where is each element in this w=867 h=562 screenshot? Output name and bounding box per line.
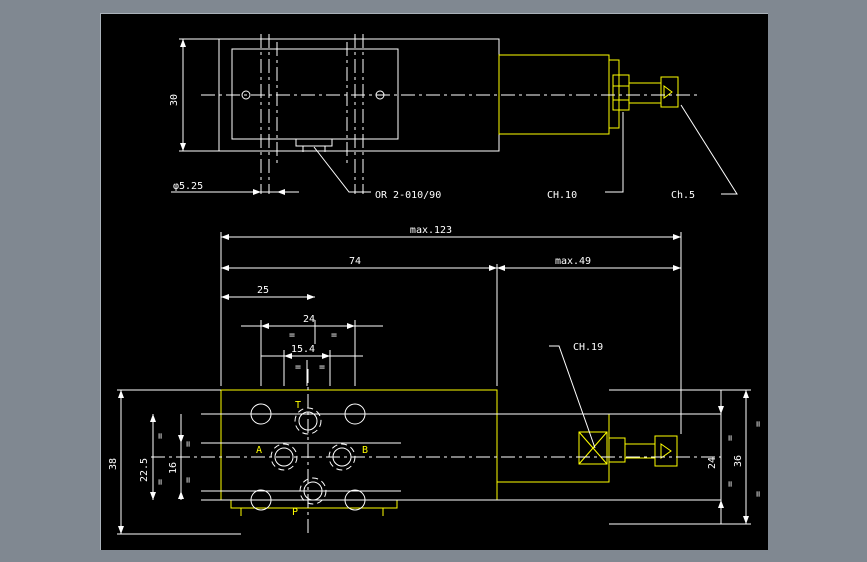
cad-drawing-canvas: 30 φ5.25 OR 2-010/90 CH.10 Ch.5 max.123 …	[100, 13, 768, 550]
front-extension	[496, 413, 610, 483]
dim-30-label: 30	[169, 94, 180, 106]
eq-22-top: =	[155, 433, 166, 439]
dim-max49-label: max.49	[555, 256, 591, 267]
dim-15-4-label: 15.4	[291, 344, 315, 355]
ch19-nut	[578, 431, 608, 465]
dim-hole-label: φ5.25	[173, 181, 203, 192]
eq-22-bottom: =	[155, 479, 166, 485]
eq-16-bottom: =	[183, 477, 194, 483]
top-extension-cap	[608, 59, 620, 129]
port-A-label: A	[256, 445, 262, 456]
dim-38-label: 38	[108, 458, 119, 470]
dim-max123-label: max.123	[410, 225, 452, 236]
front-body-outline	[220, 389, 498, 501]
dim-22-5-label: 22.5	[139, 458, 150, 482]
top-nut-ch10	[612, 74, 630, 111]
eq-15-left: =	[295, 362, 301, 373]
ch10-label: CH.10	[547, 190, 577, 201]
vertical-dimensions: 38 22.5 = = 16 = = 24 = = 36 = =	[108, 389, 764, 535]
dim-16-label: 16	[168, 462, 179, 474]
horizontal-dimensions: max.123 74 max.49 25 24 = = 15.4 = =	[220, 225, 682, 434]
dim-24-right-label: 24	[707, 457, 718, 469]
eq-24-right: =	[331, 330, 337, 341]
oring-label: OR 2-010/90	[375, 190, 441, 201]
eq-24-left: =	[289, 330, 295, 341]
top-hole-left	[241, 90, 251, 100]
front-view: T A B P CH.19	[151, 342, 721, 534]
eq-36-bottom: =	[753, 491, 764, 497]
dim-74-label: 74	[349, 256, 361, 267]
drawing-svg: 30 φ5.25 OR 2-010/90 CH.10 Ch.5 max.123 …	[108, 34, 764, 535]
ch19-label: CH.19	[573, 342, 603, 353]
eq-15-right: =	[319, 362, 325, 373]
dim-36-label: 36	[733, 455, 744, 467]
port-T-label: T	[295, 400, 301, 411]
ch5-label: Ch.5	[671, 190, 695, 201]
port-B-label: B	[362, 445, 368, 456]
dim-25-label: 25	[257, 285, 269, 296]
top-shaft	[628, 82, 662, 104]
top-inner-rect	[231, 48, 399, 140]
top-nut-ch5	[660, 76, 679, 108]
eq-16-top: =	[183, 441, 194, 447]
top-view: 30 φ5.25 OR 2-010/90 CH.10 Ch.5	[169, 34, 738, 201]
port-P-label: P	[292, 507, 298, 518]
dim-24-label: 24	[303, 314, 315, 325]
port-A-circle	[274, 447, 294, 467]
eq-24r-top: =	[725, 435, 736, 441]
eq-36-top: =	[753, 421, 764, 427]
eq-24r-bottom: =	[725, 481, 736, 487]
